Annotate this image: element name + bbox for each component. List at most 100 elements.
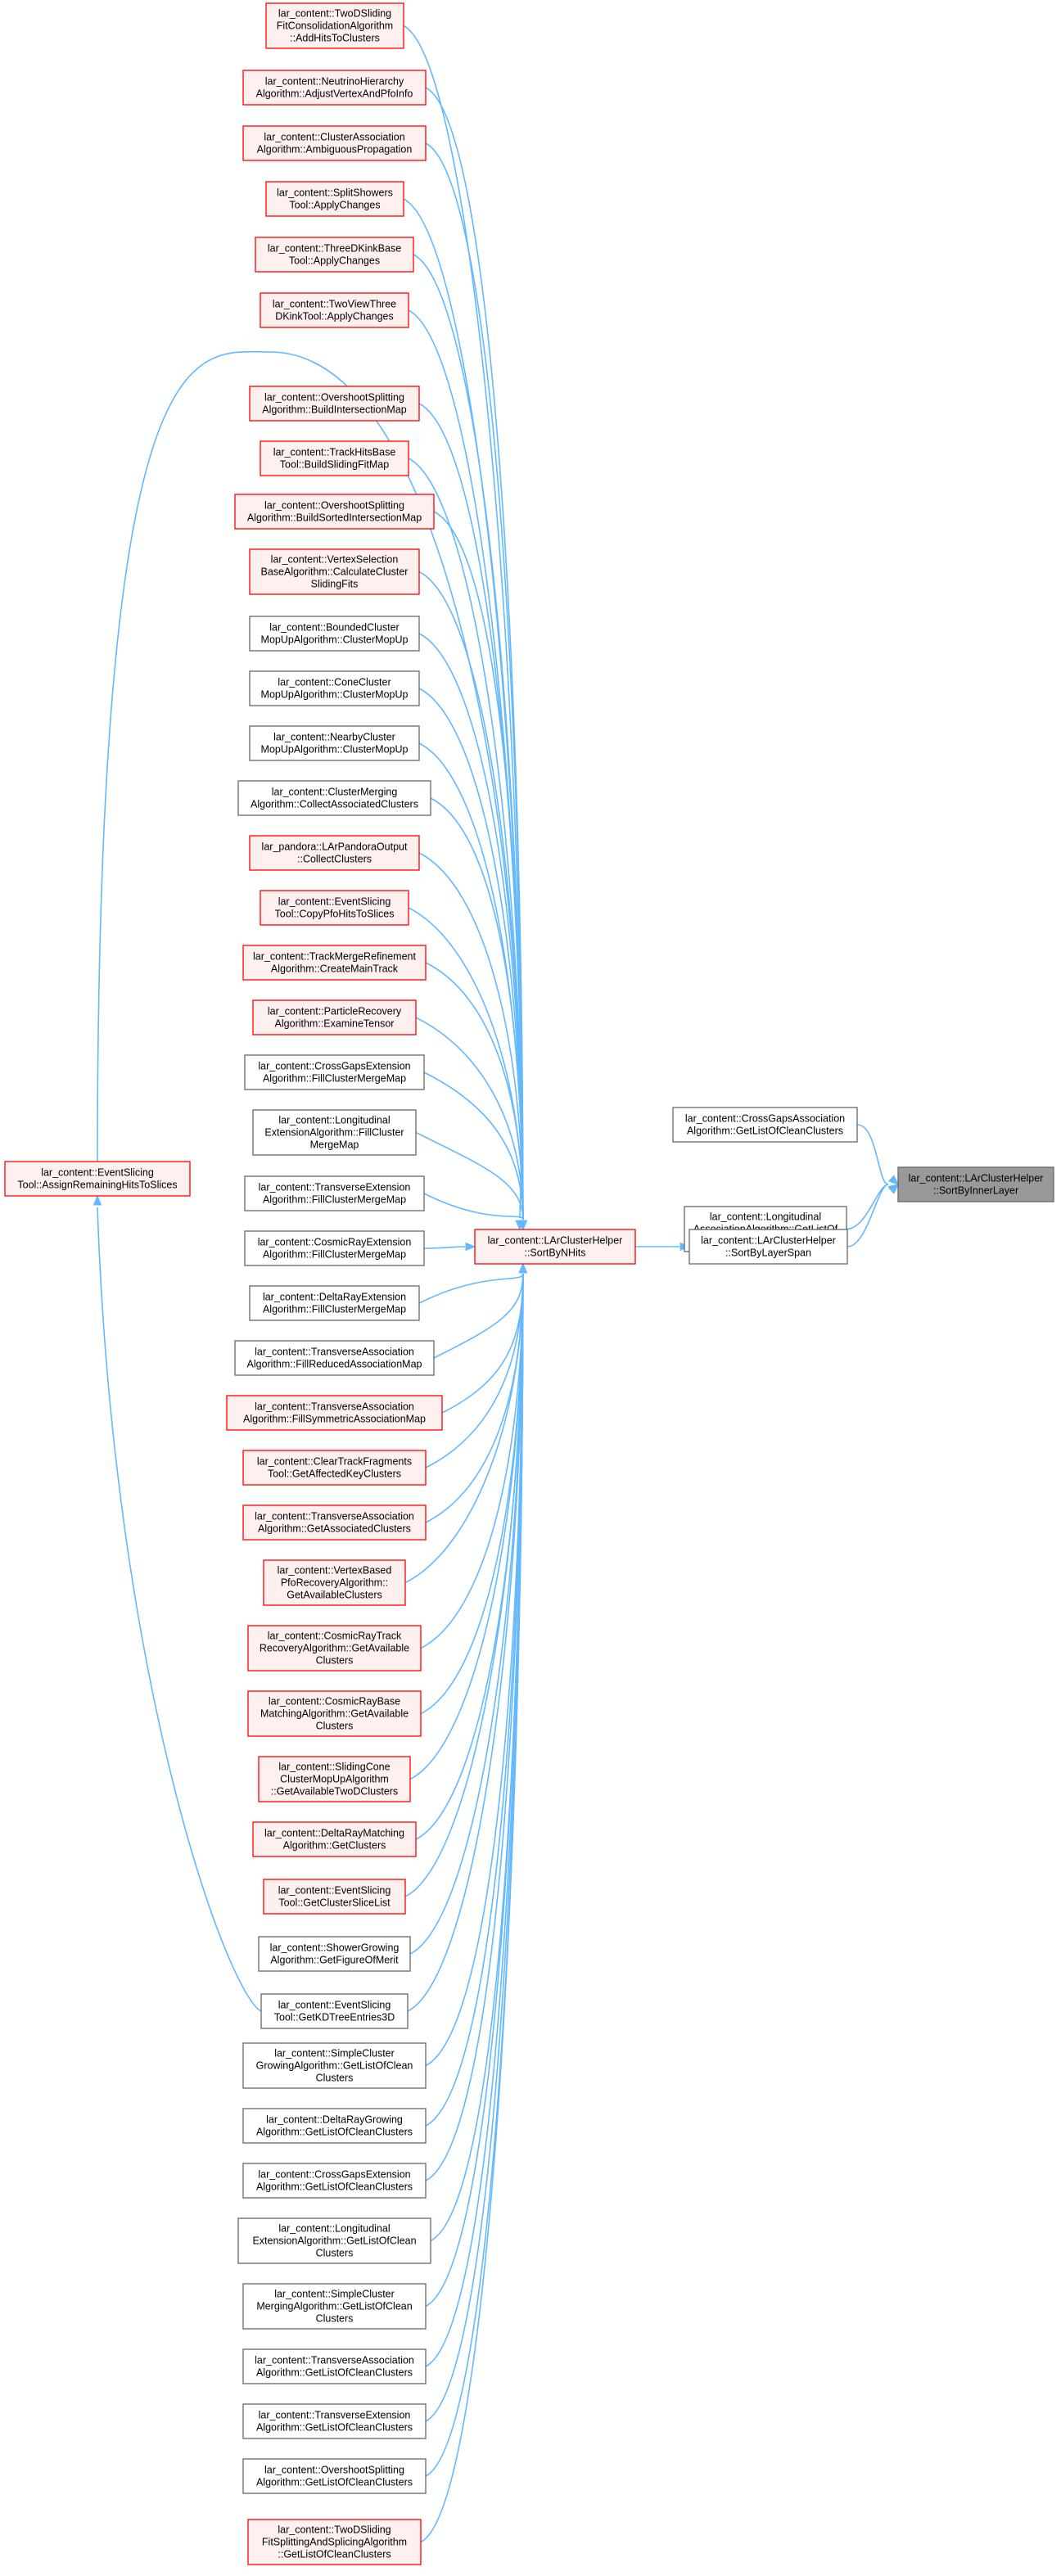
edge-c22-to-sortbynhits xyxy=(418,1262,528,1304)
node-c24[interactable]: lar_content::TransverseAssociationAlgori… xyxy=(226,1395,443,1431)
edge-path xyxy=(418,688,524,1220)
node-sortbynhits[interactable]: lar_content::LArClusterHelper::SortByNHi… xyxy=(474,1229,636,1265)
node-box xyxy=(263,1879,406,1915)
node-c40[interactable]: lar_content::TransverseAssociationAlgori… xyxy=(242,2348,427,2384)
node-c26[interactable]: lar_content::TransverseAssociationAlgori… xyxy=(242,1505,427,1541)
node-c38[interactable]: lar_content::LongitudinalExtensionAlgori… xyxy=(237,2217,431,2264)
node-c06[interactable]: lar_content::OvershootSplittingAlgorithm… xyxy=(249,386,420,422)
node-c27[interactable]: lar_content::VertexBasedPfoRecoveryAlgor… xyxy=(263,1559,406,1606)
node-c34[interactable]: lar_content::EventSlicingTool::GetKDTree… xyxy=(260,1993,409,2029)
node-c39[interactable]: lar_content::SimpleClusterMergingAlgorit… xyxy=(242,2283,427,2330)
node-label-line: lar_content::OvershootSplitting xyxy=(264,392,404,404)
edge-path xyxy=(425,962,524,1220)
node-box xyxy=(258,1756,411,1802)
node-label-line: lar_content::Longitudinal xyxy=(710,1211,821,1223)
edge-path xyxy=(408,458,524,1220)
node-c33[interactable]: lar_content::ShowerGrowingAlgorithm::Get… xyxy=(258,1936,411,1972)
node-c11[interactable]: lar_content::ConeClusterMopUpAlgorithm::… xyxy=(249,670,420,706)
node-c08[interactable]: lar_content::OvershootSplittingAlgorithm… xyxy=(234,494,435,530)
node-box xyxy=(249,616,420,652)
node-c30[interactable]: lar_content::SlidingConeClusterMopUpAlgo… xyxy=(258,1756,411,1802)
node-label-line: Algorithm::GetListOfCleanClusters xyxy=(256,2477,413,2488)
node-label-line: ::SortByInnerLayer xyxy=(933,1185,1018,1197)
node-c23[interactable]: lar_content::TransverseAssociationAlgori… xyxy=(234,1340,435,1376)
node-label-line: lar_content::CrossGapsAssociation xyxy=(685,1113,845,1125)
node-box xyxy=(242,2283,427,2330)
node-c20[interactable]: lar_content::TransverseExtensionAlgorith… xyxy=(244,1175,425,1211)
node-label-line: lar_content::DeltaRayMatching xyxy=(264,1828,404,1839)
node-c41[interactable]: lar_content::TransverseExtensionAlgorith… xyxy=(242,2403,427,2439)
node-c29[interactable]: lar_content::CosmicRayBaseMatchingAlgori… xyxy=(247,1690,422,1737)
node-c16[interactable]: lar_content::TrackMergeRefinementAlgorit… xyxy=(242,945,427,981)
edge-path xyxy=(423,1193,524,1220)
node-c22[interactable]: lar_content::DeltaRayExtensionAlgorithm:… xyxy=(249,1285,420,1321)
node-label-line: lar_content::VertexBased xyxy=(278,1565,392,1577)
edge-path xyxy=(847,1184,889,1247)
node-c12[interactable]: lar_content::NearbyClusterMopUpAlgorithm… xyxy=(249,725,420,761)
edge-path xyxy=(420,1273,524,2543)
node-label-line: lar_content::NearbyCluster xyxy=(273,732,395,743)
node-c03[interactable]: lar_content::SplitShowersTool::ApplyChan… xyxy=(265,181,404,217)
node-c25[interactable]: lar_content::ClearTrackFragmentsTool::Ge… xyxy=(242,1450,427,1486)
node-label-line: ExtensionAlgorithm::FillCluster xyxy=(264,1127,404,1139)
node-c00[interactable]: lar_content::TwoDSlidingFitConsolidation… xyxy=(265,2,404,49)
node-c43[interactable]: lar_content::TwoDSlidingFitSplittingAndS… xyxy=(247,2519,422,2565)
node-c05[interactable]: lar_content::TwoViewThreeDKinkTool::Appl… xyxy=(260,292,409,328)
node-c18[interactable]: lar_content::CrossGapsExtensionAlgorithm… xyxy=(244,1054,425,1090)
edge-c06-to-sortbynhits xyxy=(418,403,528,1231)
edge-path xyxy=(404,1273,524,1897)
node-box xyxy=(234,494,435,530)
node-label-line: lar_content::OvershootSplitting xyxy=(264,500,404,512)
node-c04[interactable]: lar_content::ThreeDKinkBaseTool::ApplyCh… xyxy=(255,237,414,273)
node-c01[interactable]: lar_content::NeutrinoHierarchyAlgorithm:… xyxy=(242,70,427,106)
node-box xyxy=(247,2519,422,2565)
edge-longit_assoc-to-root xyxy=(846,1184,900,1230)
node-label-line: lar_content::SimpleCluster xyxy=(274,2289,395,2300)
node-c32[interactable]: lar_content::EventSlicingTool::GetCluste… xyxy=(263,1879,406,1915)
node-sortbylayerspan[interactable]: lar_content::LArClusterHelper::SortByLay… xyxy=(689,1229,848,1265)
node-c35[interactable]: lar_content::SimpleClusterGrowingAlgorit… xyxy=(242,2042,427,2089)
node-c21[interactable]: lar_content::CosmicRayExtensionAlgorithm… xyxy=(244,1230,425,1266)
node-c07[interactable]: lar_content::TrackHitsBaseTool::BuildSli… xyxy=(260,440,409,476)
node-c10[interactable]: lar_content::BoundedClusterMopUpAlgorith… xyxy=(249,616,420,652)
node-label-line: lar_content::ShowerGrowing xyxy=(270,1942,400,1954)
node-label-line: MopUpAlgorithm::ClusterMopUp xyxy=(261,689,409,701)
node-c28[interactable]: lar_content::CosmicRayTrackRecoveryAlgor… xyxy=(247,1625,422,1671)
node-c19[interactable]: lar_content::LongitudinalExtensionAlgori… xyxy=(252,1109,417,1156)
node-label-line: Algorithm::FillClusterMergeMap xyxy=(263,1194,406,1206)
node-c13[interactable]: lar_content::ClusterMergingAlgorithm::Co… xyxy=(237,780,431,816)
node-assign_remaining[interactable]: lar_content::EventSlicingTool::AssignRem… xyxy=(4,1161,191,1197)
node-c02[interactable]: lar_content::ClusterAssociationAlgorithm… xyxy=(242,125,427,161)
node-c14[interactable]: lar_pandora::LArPandoraOutput::CollectCl… xyxy=(249,835,420,871)
node-c15[interactable]: lar_content::EventSlicingTool::CopyPfoHi… xyxy=(260,890,409,926)
edge-path xyxy=(425,142,524,1220)
node-root[interactable]: lar_content::LArClusterHelper::SortByInn… xyxy=(897,1166,1054,1202)
edge-arrow xyxy=(887,1175,899,1185)
node-label-line: Algorithm::GetListOfCleanClusters xyxy=(256,2422,413,2434)
node-label-line: lar_content::TwoDSliding xyxy=(278,8,391,20)
node-label-line: RecoveryAlgorithm::GetAvailable xyxy=(260,1643,409,1654)
node-c09[interactable]: lar_content::VertexSelectionBaseAlgorith… xyxy=(249,548,420,595)
node-label-line: lar_content::BoundedCluster xyxy=(269,622,399,634)
node-c42[interactable]: lar_content::OvershootSplittingAlgorithm… xyxy=(242,2458,427,2494)
node-c37[interactable]: lar_content::CrossGapsExtensionAlgorithm… xyxy=(242,2163,427,2199)
node-label-line: lar_content::EventSlicing xyxy=(41,1167,154,1179)
node-label-line: lar_content::TrackMergeRefinement xyxy=(253,951,416,963)
node-crossgaps_assoc[interactable]: lar_content::CrossGapsAssociationAlgorit… xyxy=(672,1107,858,1143)
edge-path xyxy=(433,511,524,1220)
node-box xyxy=(249,725,420,761)
node-label-line: Algorithm::FillClusterMergeMap xyxy=(263,1249,406,1261)
node-c31[interactable]: lar_content::DeltaRayMatchingAlgorithm::… xyxy=(252,1821,417,1857)
node-label-line: Algorithm::GetFigureOfMerit xyxy=(270,1955,399,1966)
node-label-line: MergingAlgorithm::GetListOfClean xyxy=(256,2301,412,2312)
edge-arrow xyxy=(93,1194,102,1206)
node-label-line: lar_content::Longitudinal xyxy=(278,1115,390,1126)
node-c36[interactable]: lar_content::DeltaRayGrowingAlgorithm::G… xyxy=(242,2108,427,2144)
node-box xyxy=(242,2042,427,2089)
node-label-line: lar_content::ParticleRecovery xyxy=(268,1006,402,1017)
node-label-line: Algorithm::GetListOfCleanClusters xyxy=(256,2127,413,2138)
node-label-line: Clusters xyxy=(316,2248,354,2259)
node-label-line: Algorithm::FillSymmetricAssociationMap xyxy=(243,1414,426,1425)
node-c17[interactable]: lar_content::ParticleRecoveryAlgorithm::… xyxy=(252,999,417,1035)
